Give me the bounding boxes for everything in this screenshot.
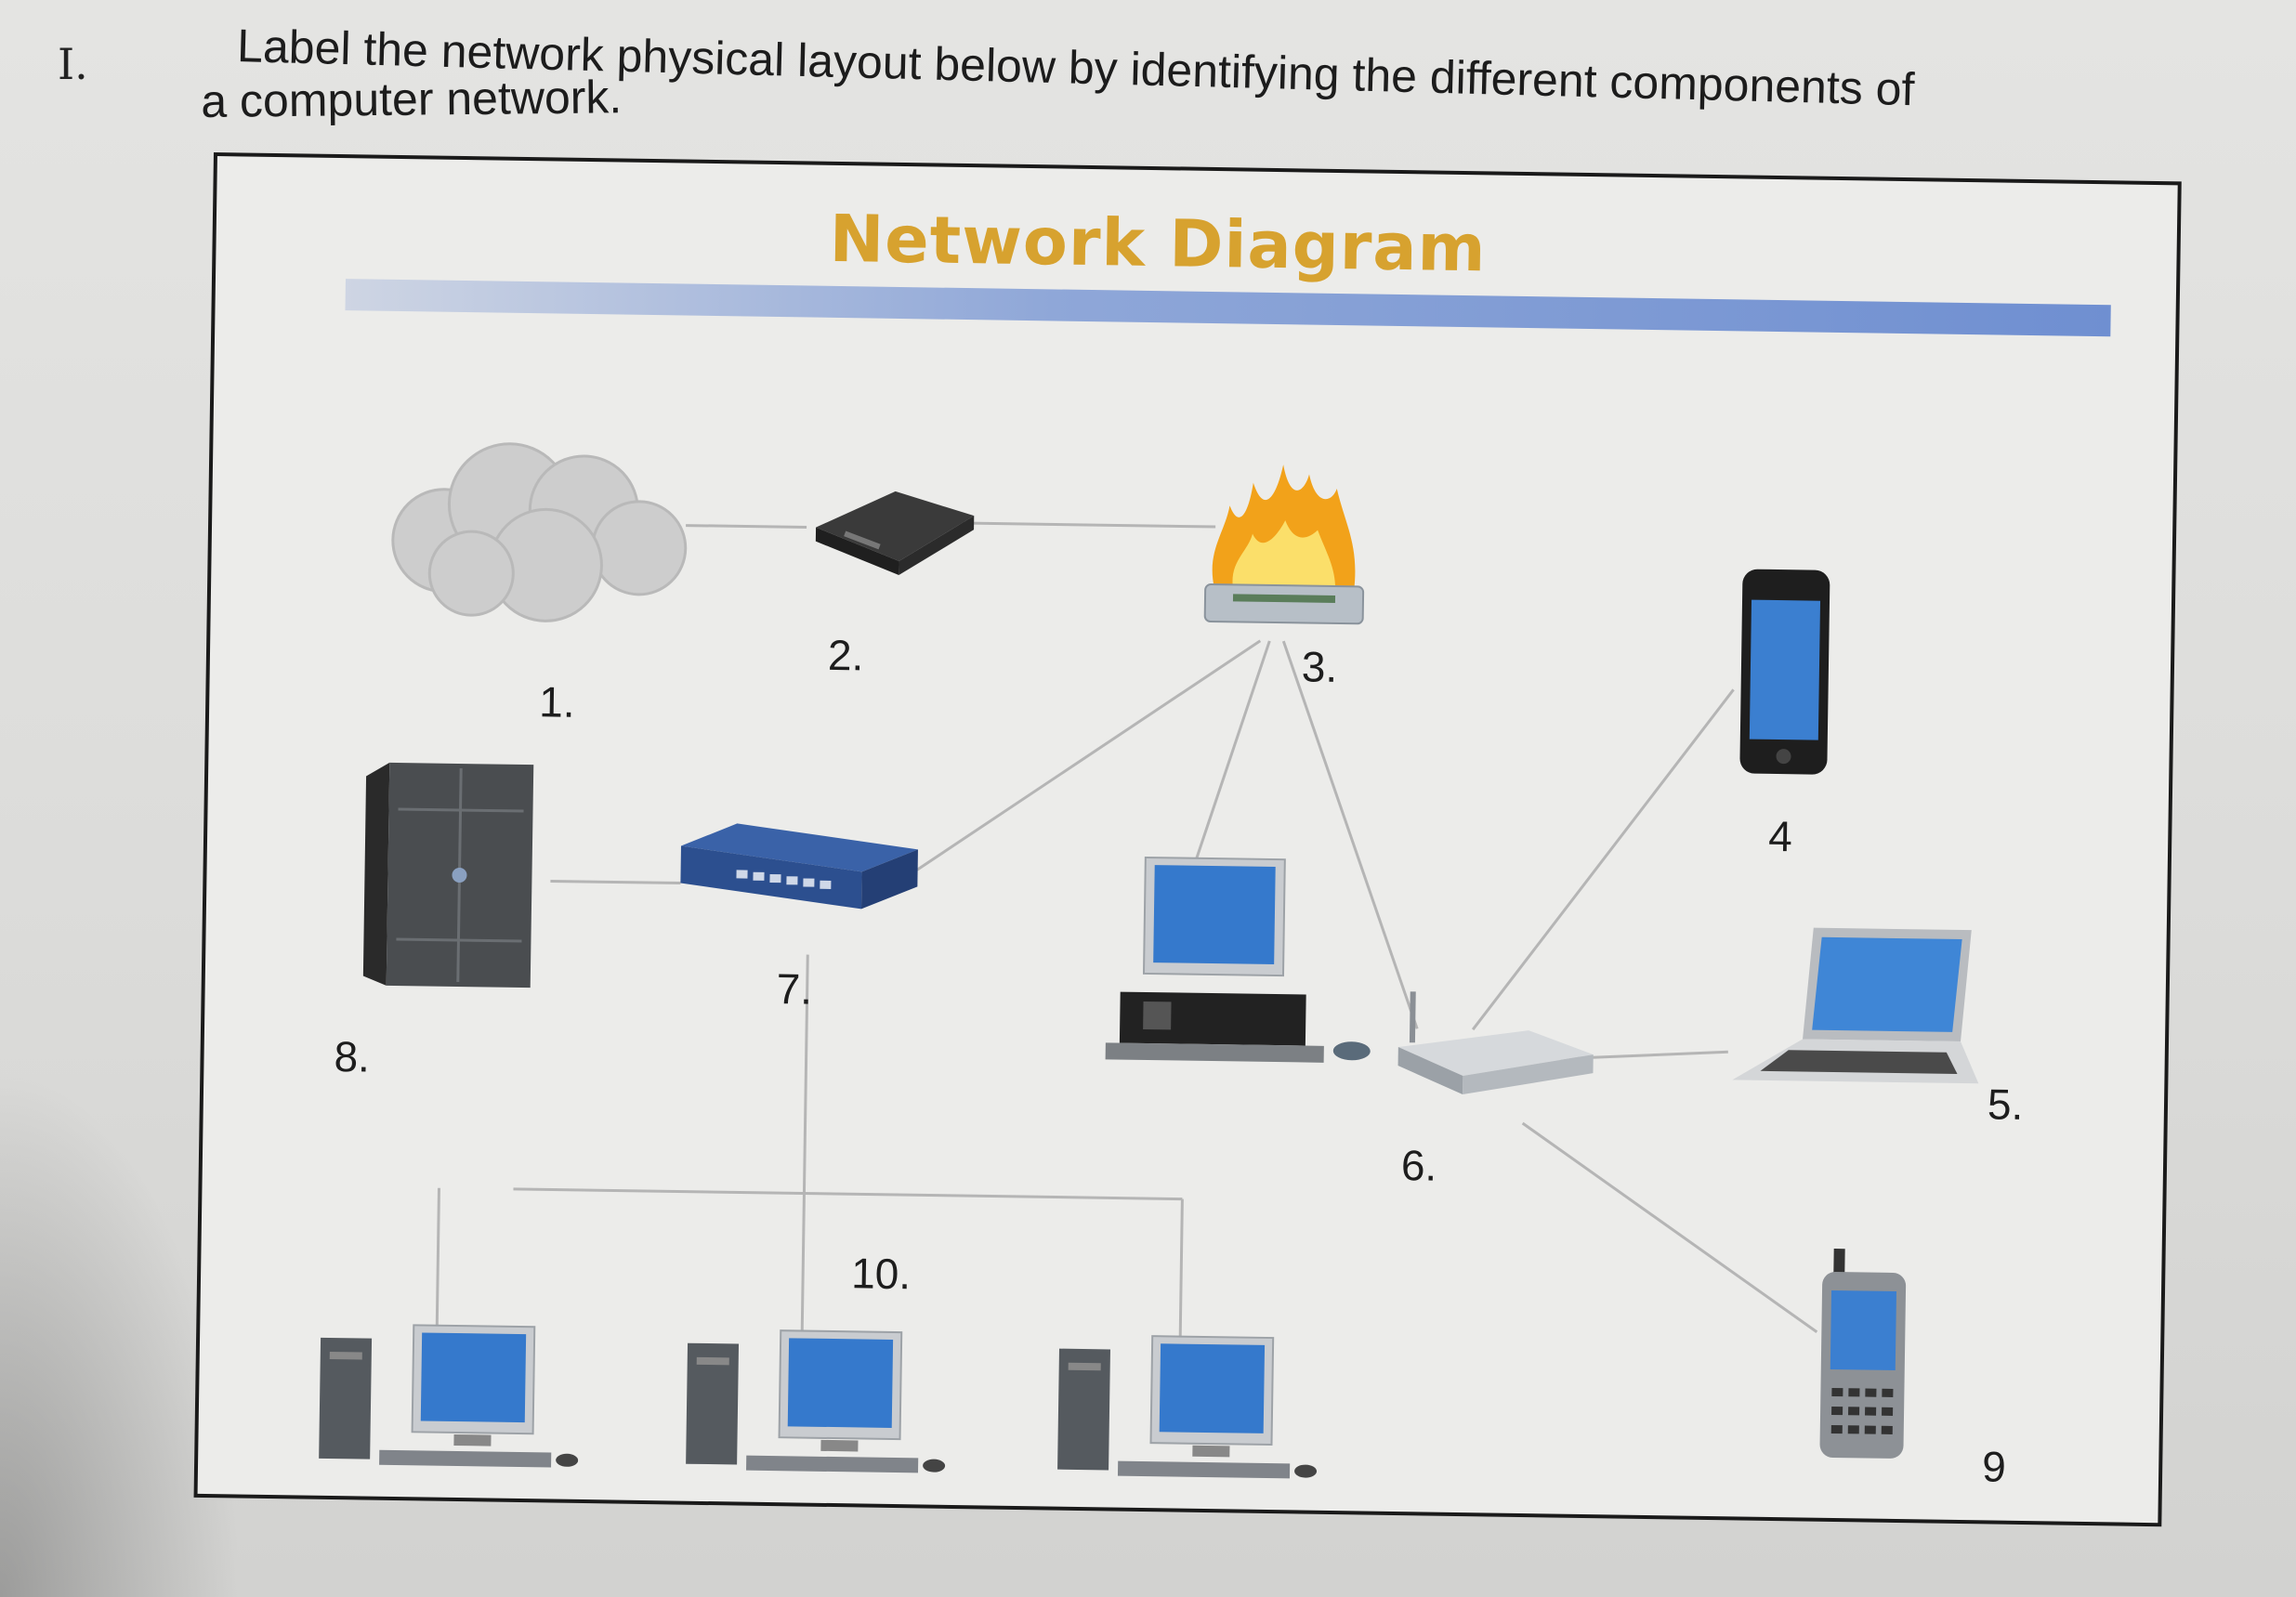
label-1: 1. xyxy=(538,677,576,727)
connection-lines xyxy=(435,521,1818,1337)
switch-icon xyxy=(671,818,924,923)
link-router-phone xyxy=(1471,688,1735,1031)
network-diagram-frame: Network Diagram xyxy=(193,152,2182,1527)
link-bus-pc1 xyxy=(435,1187,440,1326)
link-firewall-switch xyxy=(912,639,1262,874)
smartphone-icon xyxy=(1732,564,1837,779)
link-bus xyxy=(513,1187,1183,1201)
link-modem-firewall xyxy=(955,521,1216,529)
workstation-desktop-icon xyxy=(1100,852,1383,1079)
label-7: 7. xyxy=(776,964,813,1014)
label-5: 5. xyxy=(1987,1080,2024,1129)
link-switch-bus xyxy=(802,954,809,1194)
label-6: 6. xyxy=(1400,1141,1437,1190)
modem-icon xyxy=(806,472,984,586)
pda-phone-icon xyxy=(1810,1248,1915,1464)
link-firewall-router xyxy=(1281,640,1419,1029)
link-server-switch xyxy=(550,879,681,885)
wireless-router-icon xyxy=(1388,991,1604,1115)
label-9: 9 xyxy=(1981,1442,2007,1491)
label-3: 3. xyxy=(1301,642,1338,691)
link-bus-pc3 xyxy=(1178,1198,1184,1337)
client-pc-2-icon xyxy=(681,1325,952,1486)
firewall-icon xyxy=(1195,450,1374,648)
instruction-line-2: a computer network. xyxy=(201,71,623,127)
label-10: 10. xyxy=(850,1249,912,1299)
label-2: 2. xyxy=(827,630,864,680)
link-bus-pc2 xyxy=(800,1193,806,1331)
cloud-icon xyxy=(369,428,706,628)
client-pc-3-icon xyxy=(1053,1330,1324,1492)
question-number: I. xyxy=(58,39,88,89)
label-8: 8. xyxy=(334,1032,371,1081)
link-cloud-modem xyxy=(686,524,807,530)
client-pc-1-icon xyxy=(314,1319,585,1481)
server-icon xyxy=(359,753,539,997)
link-router-pda xyxy=(1521,1121,1818,1333)
link-firewall-workstation xyxy=(1195,640,1271,859)
label-4: 4 xyxy=(1767,811,1793,861)
laptop-icon xyxy=(1723,917,1986,1106)
